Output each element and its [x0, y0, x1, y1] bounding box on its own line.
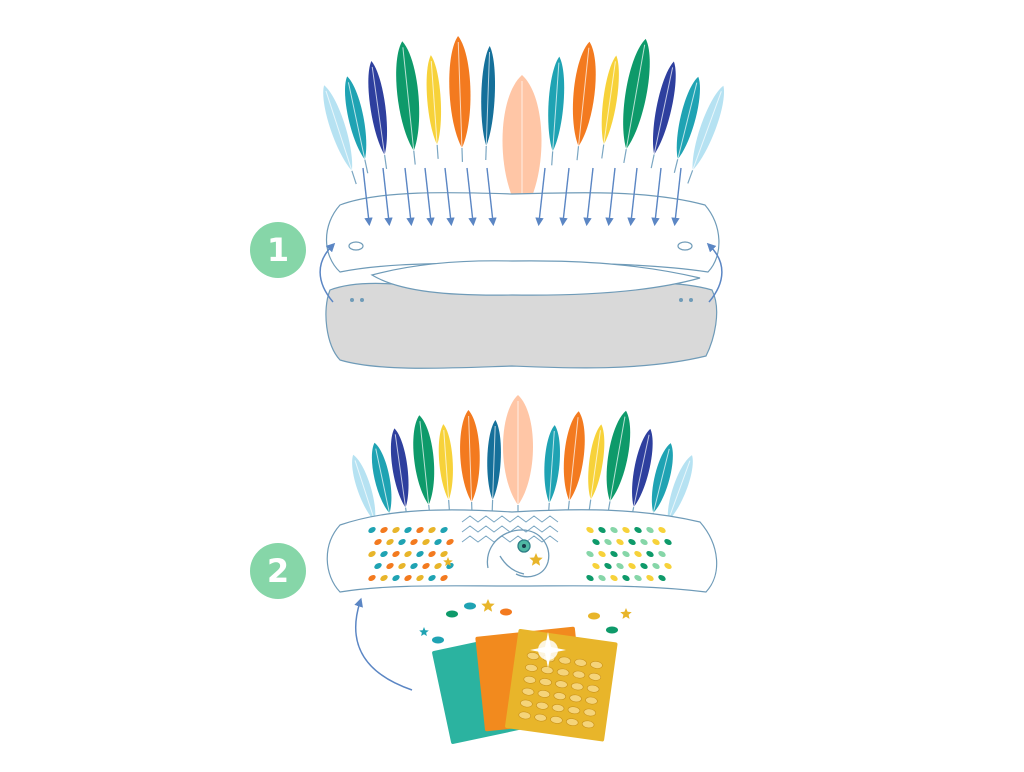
hole [360, 298, 364, 302]
headband-back [326, 283, 717, 368]
feather-icon [364, 60, 394, 170]
feather-icon [459, 410, 482, 517]
feather-icon [448, 36, 473, 163]
feather-icon [503, 395, 533, 519]
headband-outline-icon [327, 193, 719, 272]
feather-icon [598, 409, 636, 517]
feather-icon [582, 423, 608, 514]
step-1-badge: 1 [250, 222, 306, 278]
feather-icon [424, 55, 445, 160]
feather-icon [595, 54, 623, 159]
sticker-sheet-icon [432, 627, 618, 745]
feather-icon [410, 414, 440, 519]
feather-icon [392, 40, 426, 166]
feather-icon [485, 420, 502, 514]
step-2-illustration [327, 395, 716, 744]
apply-arrow [356, 602, 412, 690]
feather-icon [479, 46, 496, 160]
hole [679, 298, 683, 302]
feather-icon [387, 427, 415, 522]
hole [350, 298, 354, 302]
hole [689, 298, 693, 302]
step-2-badge: 2 [250, 543, 306, 599]
feather-icon [567, 41, 600, 162]
step-1-illustration [317, 36, 730, 369]
feather-icon [437, 424, 457, 515]
feather-icon [544, 56, 567, 166]
feather-icon [541, 425, 562, 518]
feather-icon [644, 60, 681, 170]
feather-icon [558, 410, 588, 515]
feather-icon [614, 37, 657, 165]
